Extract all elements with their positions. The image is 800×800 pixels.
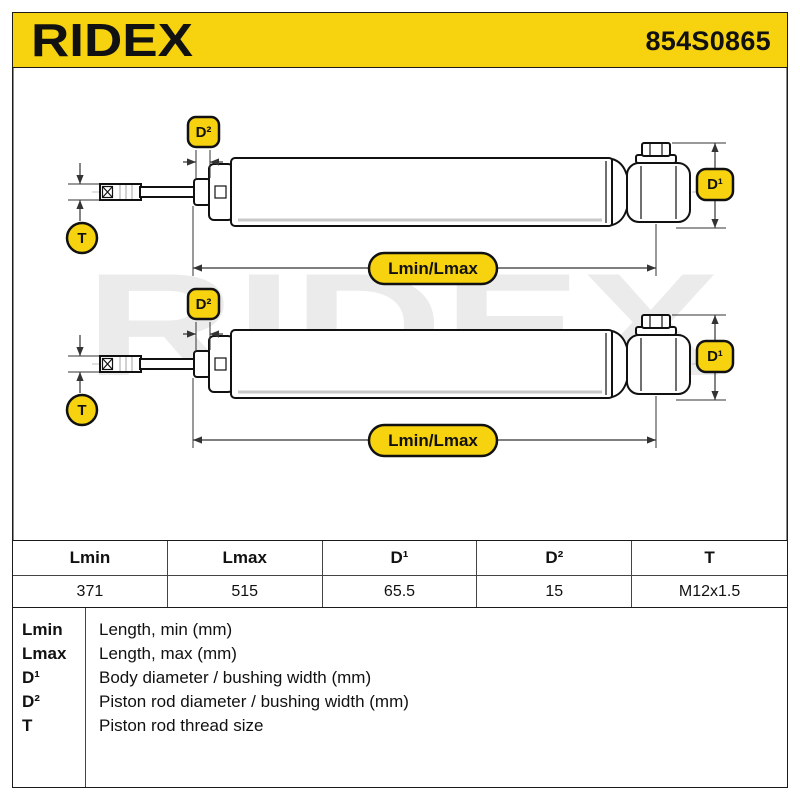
legend-key: Lmax bbox=[22, 644, 67, 663]
rod-collar bbox=[193, 178, 211, 206]
d2-label: D² bbox=[196, 296, 212, 313]
body-seal-cap bbox=[208, 163, 234, 221]
damper-body bbox=[230, 329, 614, 399]
header-lmax: Lmax bbox=[168, 541, 323, 575]
legend: Lmin Length, min (mm) Lmax Length, max (… bbox=[12, 608, 788, 788]
dust-cover-detail bbox=[214, 357, 227, 371]
value-lmax: 515 bbox=[168, 576, 323, 607]
t-label-badge bbox=[65, 393, 99, 427]
legend-description: Piston rod diameter / bushing width (mm) bbox=[99, 692, 409, 711]
eye-bushing bbox=[626, 334, 691, 395]
header-t: T bbox=[704, 548, 715, 567]
header-lmin: Lmin bbox=[13, 541, 168, 575]
d2-label-badge bbox=[186, 115, 221, 149]
legend-key: D² bbox=[22, 692, 40, 711]
rod-flat-cross bbox=[102, 186, 113, 198]
header-d1: D¹ bbox=[323, 541, 478, 575]
bushing-bolt-head bbox=[641, 142, 671, 157]
legend-item: T Piston rod thread size bbox=[13, 714, 787, 738]
technical-drawing: RIDEX D² bbox=[12, 67, 788, 540]
shock-absorber-top: D² T D¹ Lmin/Lmax bbox=[65, 115, 735, 286]
header-d2: D² bbox=[477, 541, 633, 575]
t-label: T bbox=[77, 230, 86, 247]
legend-description: Body diameter / bushing width (mm) bbox=[99, 668, 372, 687]
damper-body bbox=[230, 157, 614, 227]
length-label-badge bbox=[367, 251, 499, 286]
legend-item: D¹ Body diameter / bushing width (mm) bbox=[13, 666, 787, 690]
spec-table-header-row: Lmin Lmax D¹ D² T bbox=[13, 541, 787, 576]
bushing-bolt-head bbox=[641, 314, 671, 329]
d1-label: D¹ bbox=[707, 176, 723, 193]
value-d1: 65.5 bbox=[323, 576, 478, 607]
value-lmin: 371 bbox=[13, 576, 168, 607]
d1-label-badge bbox=[695, 167, 735, 202]
legend-item: D² Piston rod diameter / bushing width (… bbox=[13, 690, 787, 714]
value-d2: 15 bbox=[477, 576, 633, 607]
length-label: Lmin/Lmax bbox=[388, 259, 478, 278]
legend-item: Lmin Length, min (mm) bbox=[13, 618, 787, 642]
legend-description: Length, max (mm) bbox=[99, 644, 237, 663]
part-number: 854S0865 bbox=[645, 26, 771, 56]
legend-divider bbox=[85, 608, 86, 787]
legend-description: Piston rod thread size bbox=[99, 716, 264, 735]
t-label-badge bbox=[65, 221, 99, 255]
rod-collar bbox=[193, 350, 211, 378]
legend-key: D¹ bbox=[22, 668, 40, 687]
legend-description: Length, min (mm) bbox=[99, 620, 233, 639]
spec-table: Lmin Lmax D¹ D² T 371 515 65.5 15 M12x1.… bbox=[12, 540, 788, 608]
d1-label-badge bbox=[695, 339, 735, 374]
dust-cover-detail bbox=[214, 185, 227, 199]
eye-bushing bbox=[626, 162, 691, 223]
ridex-logo: RIDEX bbox=[31, 14, 193, 66]
d1-label: D¹ bbox=[707, 348, 723, 365]
legend-key: T bbox=[22, 716, 33, 735]
spec-table-value-row: 371 515 65.5 15 M12x1.5 bbox=[13, 576, 787, 607]
body-seal-cap bbox=[208, 335, 234, 393]
header-bar: RIDEX 854S0865 bbox=[12, 12, 788, 68]
rod-flat-hex bbox=[101, 357, 114, 371]
d2-label-badge bbox=[186, 287, 221, 321]
legend-item: Lmax Length, max (mm) bbox=[13, 642, 787, 666]
t-label: T bbox=[77, 402, 86, 419]
d2-label: D² bbox=[196, 124, 212, 141]
legend-key: Lmin bbox=[22, 620, 63, 639]
ridex-logo-text: RIDEX bbox=[31, 14, 193, 66]
piston-rod bbox=[139, 186, 196, 198]
length-label: Lmin/Lmax bbox=[388, 431, 478, 450]
piston-rod bbox=[139, 358, 196, 370]
rod-flat-hex bbox=[101, 185, 114, 199]
length-label-badge bbox=[367, 423, 499, 458]
rod-flat-cross bbox=[102, 358, 113, 370]
shock-absorber-bottom: D² T D¹ Lmin/Lmax bbox=[65, 287, 735, 458]
value-t: M12x1.5 bbox=[678, 582, 741, 600]
